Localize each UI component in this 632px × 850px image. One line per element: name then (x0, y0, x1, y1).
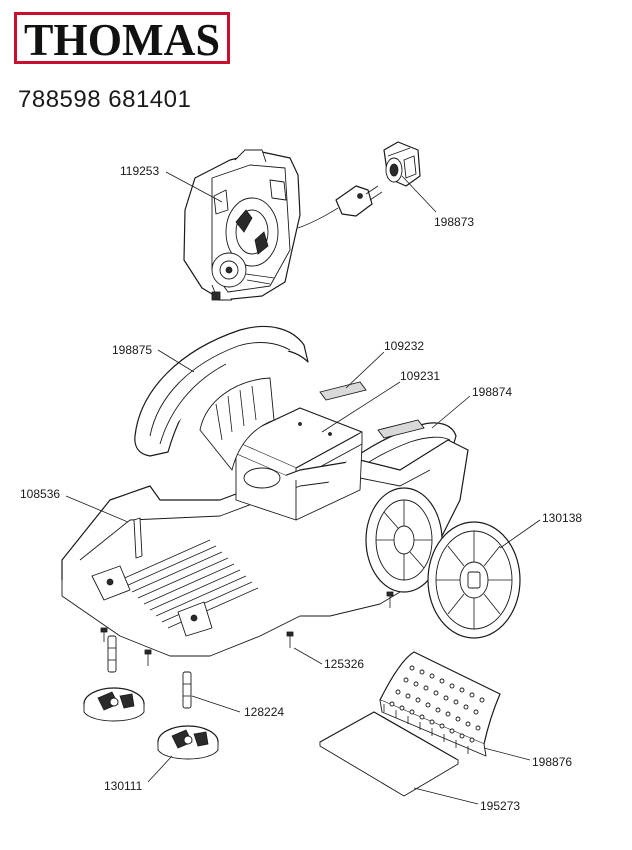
leader-130111 (147, 755, 173, 783)
main-body (61, 377, 469, 657)
exhaust-grille (379, 651, 501, 757)
left-top-cover (134, 325, 309, 457)
screw-4 (100, 627, 108, 642)
floor-ribs (119, 539, 259, 629)
leader-195273 (413, 787, 479, 805)
screw-1 (286, 631, 294, 648)
screws (100, 591, 394, 666)
leader-109231 (321, 381, 401, 433)
part-label-119253: 119253 (120, 164, 159, 178)
leader-128224 (191, 695, 241, 713)
leader-198873 (401, 175, 437, 213)
part-label-128224: 128224 (244, 705, 284, 719)
filter-sheet (319, 711, 459, 797)
leader-198876 (483, 747, 531, 761)
leader-198874 (431, 395, 471, 429)
part-label-198875: 198875 (112, 343, 152, 357)
model-number: 788598 681401 (18, 86, 192, 113)
grille-slats (383, 704, 469, 754)
part-label-195273: 195273 (480, 799, 520, 813)
thomas-logo: THOMAS (14, 12, 230, 65)
leader-125326 (293, 647, 323, 665)
casters (83, 687, 219, 760)
leader-130138 (499, 519, 541, 549)
switch-part (383, 141, 421, 187)
axle-pin-1 (107, 635, 117, 673)
caster-1 (83, 687, 145, 722)
leader-198875 (157, 349, 195, 373)
part-labels: 119253 198873 198875 109232 109231 19887… (20, 164, 582, 813)
logo-graphic: THOMAS (14, 12, 230, 65)
leader-119253 (165, 171, 223, 203)
axle-pin-2 (182, 671, 192, 709)
part-label-125326: 125326 (324, 657, 364, 671)
part-label-130138: 130138 (542, 511, 582, 525)
part-label-108536: 108536 (20, 487, 60, 501)
axle-pins (107, 635, 192, 709)
inner-wheel (365, 487, 443, 593)
part-label-109231: 109231 (400, 369, 440, 383)
leader-109232 (345, 351, 385, 389)
grille-holes (389, 665, 485, 743)
cable-reel-assembly (183, 149, 383, 301)
screw-3 (386, 591, 394, 608)
leader-lines (65, 171, 541, 805)
screw-2 (144, 649, 152, 666)
logo-text: THOMAS (24, 14, 220, 64)
part-label-130111: 130111 (104, 779, 143, 793)
caster-2 (157, 725, 219, 760)
part-label-198876: 198876 (532, 755, 572, 769)
part-label-109232: 109232 (384, 339, 424, 353)
side-wheel (427, 521, 521, 639)
logo-frame (14, 12, 230, 64)
part-label-198874: 198874 (472, 385, 512, 399)
leader-108536 (65, 495, 129, 523)
part-label-198873: 198873 (434, 215, 474, 229)
